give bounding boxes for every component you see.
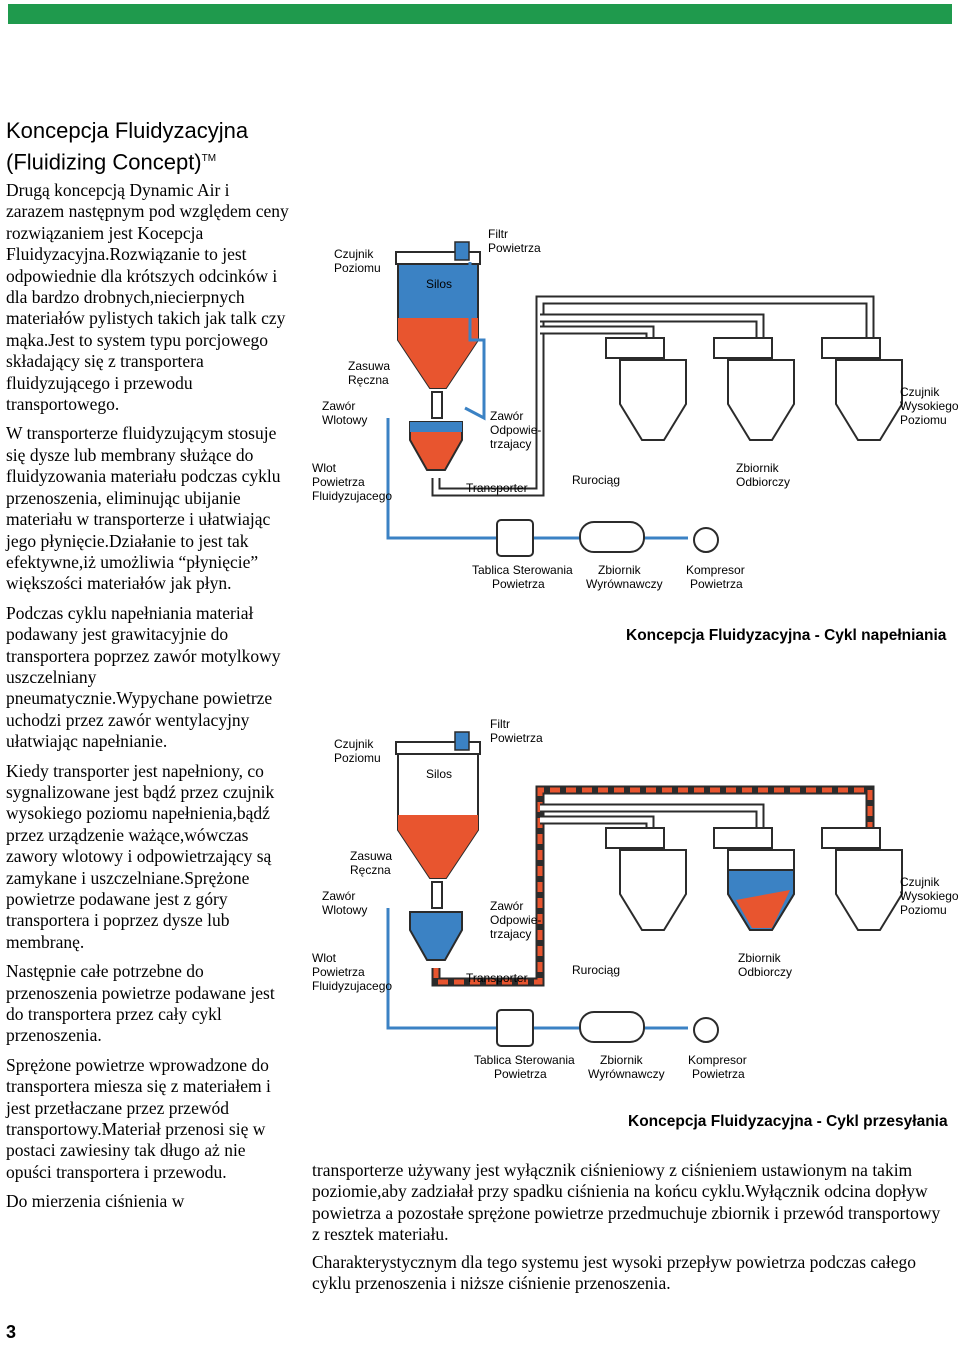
label-zawor-odpow: Odpowie-: [490, 913, 541, 927]
compressor-icon: [693, 527, 719, 553]
transporter-vessel: [409, 881, 463, 961]
caption-convey-cycle: Koncepcja Fluidyzacyjna - Cykl przesyłan…: [628, 1113, 948, 1130]
label-zawor-odpow: Zawór: [490, 899, 523, 913]
label-kompresor: Powietrza: [690, 577, 743, 591]
page-title: Koncepcja Fluidyzacyjna: [6, 118, 249, 143]
label-zawor-wlotowy: Wlotowy: [322, 413, 367, 427]
label-zasuwa: Ręczna: [348, 373, 389, 387]
paragraph: Kiedy transporter jest napełniony, co sy…: [6, 760, 275, 952]
label-kompresor: Powietrza: [692, 1067, 745, 1081]
diagram-fill-cycle: Czujnik Poziomu Silos Filtr Powietrza Za…: [312, 227, 959, 644]
label-kompresor: Kompresor: [688, 1053, 747, 1067]
label-tablica: Powietrza: [494, 1067, 547, 1081]
label-zbiornik-odbiorczy: Zbiornik: [736, 461, 780, 475]
paragraph: W transporterze fluidyzującym stosuje si…: [6, 423, 281, 594]
paragraph: transporterze używany jest wyłącznik ciś…: [312, 1160, 941, 1245]
label-wlot: Wlot: [312, 951, 337, 965]
label-tablica: Tablica Sterowania: [472, 563, 573, 577]
label-kompresor: Kompresor: [686, 563, 745, 577]
label-rurociag: Rurociąg: [572, 473, 620, 487]
label-zbiornik-odbiorczy: Zbiornik: [738, 951, 782, 965]
label-zawor-wlotowy: Zawór: [322, 399, 355, 413]
header-bar: [8, 4, 952, 24]
label-tablica: Tablica Sterowania: [474, 1053, 575, 1067]
body-text-left: Drugą koncepcją Dynamic Air i zarazem na…: [6, 180, 291, 1221]
label-zbiornik-odbiorczy: Odbiorczy: [736, 475, 790, 489]
label-czujnik-wysokiego: Poziomu: [900, 903, 947, 917]
label-transporter: Transporter: [466, 481, 528, 495]
label-czujnik: Czujnik: [334, 247, 374, 261]
label-zbiornik-wyr: Zbiornik: [598, 563, 642, 577]
label-zasuwa: Ręczna: [350, 863, 391, 877]
caption-fill-cycle: Koncepcja Fluidyzacyjna - Cykl napełnian…: [626, 627, 947, 644]
label-zasuwa: Zasuwa: [350, 849, 392, 863]
label-czujnik: Poziomu: [334, 261, 381, 275]
label-tablica: Powietrza: [492, 577, 545, 591]
receiving-bins: [605, 827, 903, 931]
label-zawor-odpow: trzajacy: [490, 437, 531, 451]
surge-tank: [579, 1011, 645, 1043]
body-text-bottom: transporterze używany jest wyłącznik ciś…: [312, 1160, 952, 1300]
label-silos: Silos: [426, 277, 452, 291]
label-wlot: Wlot: [312, 461, 337, 475]
label-wlot: Fluidyzujacego: [312, 979, 392, 993]
label-zbiornik-wyr: Wyrównawczy: [588, 1067, 665, 1081]
label-wlot: Powietrza: [312, 475, 365, 489]
label-zbiornik-wyr: Wyrównawczy: [586, 577, 663, 591]
label-czujnik: Czujnik: [334, 737, 374, 751]
label-wlot: Powietrza: [312, 965, 365, 979]
label-filtr: Filtr: [488, 227, 508, 241]
label-czujnik-wysokiego: Wysokiego: [900, 399, 959, 413]
label-zasuwa: Zasuwa: [348, 359, 390, 373]
surge-tank: [579, 521, 645, 553]
label-zbiornik-odbiorczy: Odbiorczy: [738, 965, 792, 979]
label-czujnik: Poziomu: [334, 751, 381, 765]
label-filtr: Powietrza: [490, 731, 543, 745]
silo: [395, 731, 481, 879]
label-rurociag: Rurociąg: [572, 963, 620, 977]
label-zbiornik-wyr: Zbiornik: [600, 1053, 644, 1067]
label-zawor-wlotowy: Zawór: [322, 889, 355, 903]
control-panel: [496, 1009, 534, 1047]
paragraph: Następnie całe potrzebne do przenoszenia…: [6, 961, 275, 1046]
transporter-vessel: [409, 391, 463, 471]
receiving-bins: [605, 337, 903, 441]
page-number: 3: [6, 1322, 17, 1342]
label-czujnik-wysokiego: Czujnik: [900, 875, 940, 889]
control-panel: [496, 519, 534, 557]
label-transporter: Transporter: [466, 971, 528, 985]
label-zawor-odpow: Odpowie-: [490, 423, 541, 437]
paragraph: Podczas cyklu napełniania materiał podaw…: [6, 602, 281, 752]
label-zawor-wlotowy: Wlotowy: [322, 903, 367, 917]
label-czujnik-wysokiego: Poziomu: [900, 413, 947, 427]
label-czujnik-wysokiego: Wysokiego: [900, 889, 959, 903]
page-subtitle: (Fluidizing Concept)TM: [6, 149, 217, 175]
label-filtr: Filtr: [490, 717, 510, 731]
trademark-mark: TM: [201, 153, 217, 164]
paragraph: Do mierzenia ciśnienia w: [6, 1191, 185, 1212]
label-filtr: Powietrza: [488, 241, 541, 255]
label-wlot: Fluidyzujacego: [312, 489, 392, 503]
label-czujnik-wysokiego: Czujnik: [900, 385, 940, 399]
compressor-icon: [693, 1017, 719, 1043]
paragraph: Charakterystycznym dla tego systemu jest…: [312, 1251, 917, 1294]
diagram-convey-cycle: Czujnik Poziomu Silos Filtr Powietrza Za…: [312, 717, 959, 1130]
label-zawor-odpow: Zawór: [490, 409, 523, 423]
label-zawor-odpow: trzajacy: [490, 927, 531, 941]
silo: [395, 241, 481, 389]
label-silos: Silos: [426, 767, 452, 781]
paragraph: Drugą koncepcją Dynamic Air i zarazem na…: [6, 180, 289, 415]
paragraph: Sprężone powietrze wprowadzone do transp…: [6, 1054, 271, 1182]
